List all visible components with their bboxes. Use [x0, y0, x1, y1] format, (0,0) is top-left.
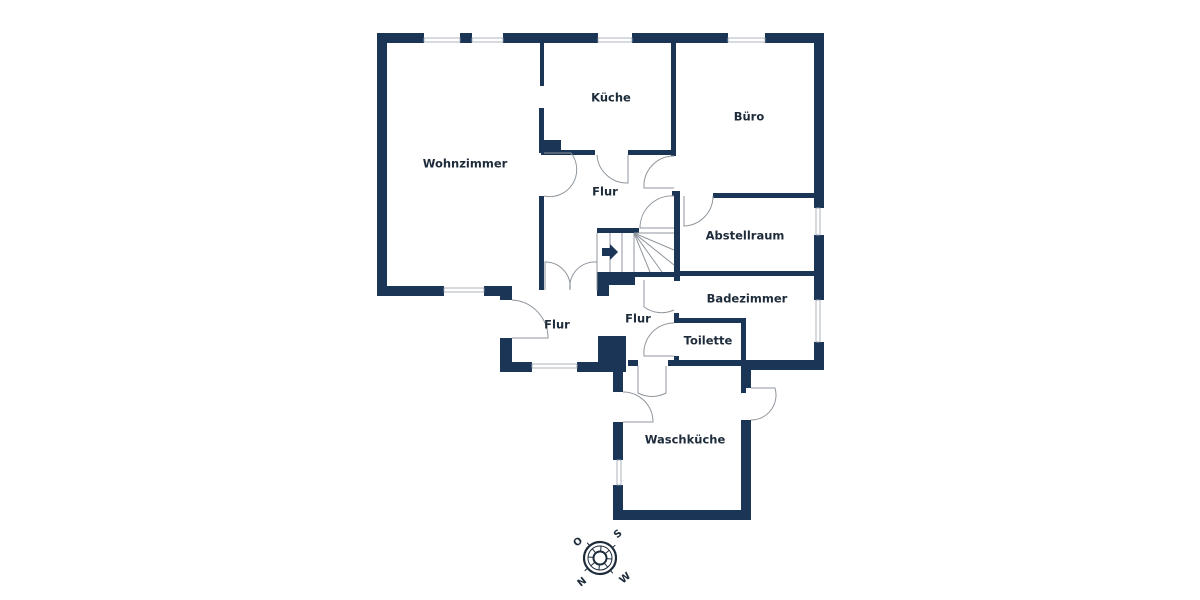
- arrow-right-icon: [602, 244, 618, 260]
- room-label-wohnzimmer: Wohnzimmer: [423, 157, 508, 171]
- room-labels: Wohnzimmer Küche Büro Flur Abstellraum B…: [423, 91, 788, 447]
- room-label-toilette: Toilette: [684, 334, 733, 348]
- room-label-flur-upper: Flur: [592, 185, 618, 199]
- compass-west-label: W: [618, 571, 634, 587]
- room-label-badezimmer: Badezimmer: [707, 292, 788, 306]
- compass-north-label: N: [576, 575, 589, 589]
- room-label-abstellraum: Abstellraum: [706, 229, 785, 243]
- stairs: [596, 232, 675, 273]
- walls: [377, 33, 824, 520]
- room-label-flur-center: Flur: [625, 312, 651, 326]
- windows: [423, 37, 821, 486]
- room-label-kueche: Küche: [591, 91, 631, 105]
- compass-rose-icon: [582, 540, 618, 576]
- compass-east-label: O: [572, 535, 586, 549]
- room-label-waschkueche: Waschküche: [645, 433, 726, 447]
- compass-south-label: S: [612, 528, 625, 541]
- compass: O S W N: [572, 528, 634, 589]
- room-label-buero: Büro: [734, 110, 765, 124]
- doors: [511, 152, 777, 423]
- room-label-flur-left: Flur: [544, 318, 570, 332]
